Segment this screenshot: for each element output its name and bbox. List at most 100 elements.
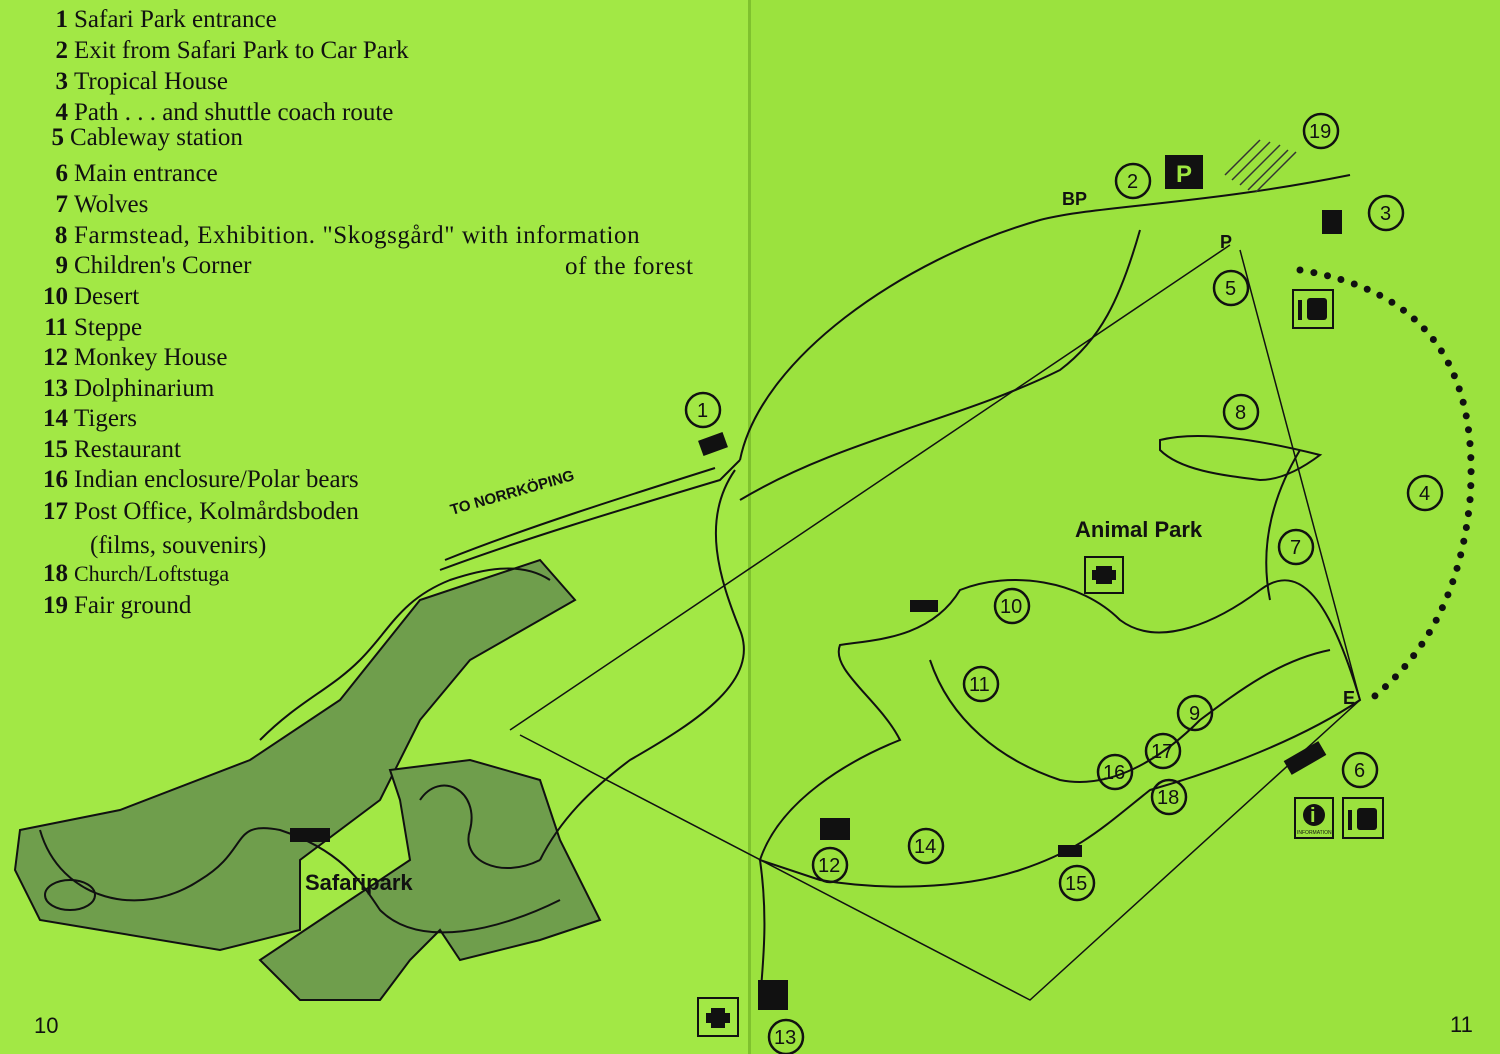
building-desert [910, 600, 938, 612]
safari-pond [44, 879, 96, 911]
svg-text:5: 5 [1225, 278, 1236, 300]
safari-area-west [13, 558, 577, 952]
inner-road [539, 469, 745, 861]
svg-text:2: 2 [1127, 171, 1138, 193]
farmstead-area [1159, 435, 1323, 482]
page-number-left: 10 [34, 1013, 59, 1038]
diagonal-road [739, 229, 1141, 501]
parking-label: P [1176, 161, 1192, 188]
bus-stop-icon-north [1292, 289, 1334, 329]
marker-1: 1 [684, 391, 722, 429]
fair-ground-hatch [1224, 139, 1297, 193]
svg-text:10: 10 [1000, 596, 1022, 618]
parking-sign [1165, 155, 1203, 189]
building-main-entrance [1283, 741, 1327, 775]
svg-text:19: 19 [1309, 121, 1331, 143]
animal-park-inner-path [929, 649, 1331, 783]
safaripark-label: Safaripark [305, 870, 413, 895]
svg-text:11: 11 [969, 674, 990, 696]
page-number-right: 11 [1450, 1012, 1473, 1037]
svg-text:3: 3 [1380, 203, 1391, 225]
cableway [509, 244, 1231, 731]
outer-road [739, 174, 1351, 461]
animal-park-label: Animal Park [1075, 517, 1203, 542]
building-safari-gate [290, 828, 330, 842]
page-spine [748, 0, 751, 1054]
marker-10: 10 [993, 587, 1031, 625]
marker-17: 17 [1144, 732, 1182, 770]
svg-text:14: 14 [914, 836, 936, 858]
marker-15: 15 [1058, 864, 1096, 902]
safari-track [39, 827, 561, 934]
building-dolphinarium [758, 980, 788, 1010]
marker-5: 5 [1212, 269, 1250, 307]
marker-13: 13 [767, 1018, 805, 1054]
cableway-return [519, 249, 1361, 1001]
marker-12: 12 [811, 846, 849, 884]
first-aid-icon [1084, 556, 1124, 594]
marker-16: 16 [1096, 753, 1134, 791]
road-to-norrkoping [439, 459, 741, 571]
marker-6: 6 [1341, 751, 1379, 789]
first-aid-icon-south [697, 997, 739, 1037]
svg-text:4: 4 [1419, 483, 1430, 505]
marker-3: 3 [1367, 194, 1405, 232]
information-text: INFORMATION [1297, 830, 1332, 836]
marker-4: 4 [1406, 474, 1444, 512]
svg-text:16: 16 [1103, 762, 1125, 784]
svg-text:6: 6 [1354, 760, 1365, 782]
marker-11: 11 [962, 665, 1000, 703]
information-icon: i INFORMATION [1294, 797, 1334, 839]
path-to-farmstead [1265, 449, 1301, 601]
svg-text:9: 9 [1189, 703, 1200, 725]
legend-item-17-continued: (films, souvenirs) [90, 532, 267, 559]
svg-text:17: 17 [1151, 741, 1173, 763]
svg-text:i: i [1310, 805, 1316, 827]
building-restaurant [1058, 845, 1082, 857]
svg-text:1: 1 [697, 400, 708, 422]
svg-text:7: 7 [1290, 537, 1301, 559]
svg-text:8: 8 [1235, 402, 1246, 424]
safari-loop [419, 784, 541, 869]
marker-18: 18 [1150, 778, 1188, 816]
safari-winding-track [259, 567, 551, 741]
marker-9: 9 [1176, 694, 1214, 732]
building-monkey-house [820, 818, 850, 840]
bp-label: BP [1062, 189, 1087, 209]
marker-14: 14 [907, 827, 945, 865]
animal-park-outline [758, 579, 1362, 888]
cableway-p-label: P [1220, 232, 1232, 252]
svg-text:15: 15 [1065, 873, 1087, 895]
right-page [750, 0, 1500, 1054]
svg-text:13: 13 [774, 1027, 796, 1049]
bus-stop-icon [1342, 797, 1384, 839]
road-label: TO NORRKÖPING [448, 467, 576, 519]
marker-7: 7 [1277, 528, 1315, 566]
svg-text:18: 18 [1157, 787, 1179, 809]
marker-19: 19 [1302, 112, 1340, 150]
building-tropical-house [1322, 210, 1342, 234]
dotted-path [1296, 266, 1475, 704]
marker-8: 8 [1222, 393, 1260, 431]
legend-item-8-continued: of the forest [565, 253, 694, 280]
svg-text:12: 12 [818, 855, 840, 877]
road-to-norrkoping-edge [444, 467, 716, 561]
safari-area-east [258, 758, 602, 1001]
